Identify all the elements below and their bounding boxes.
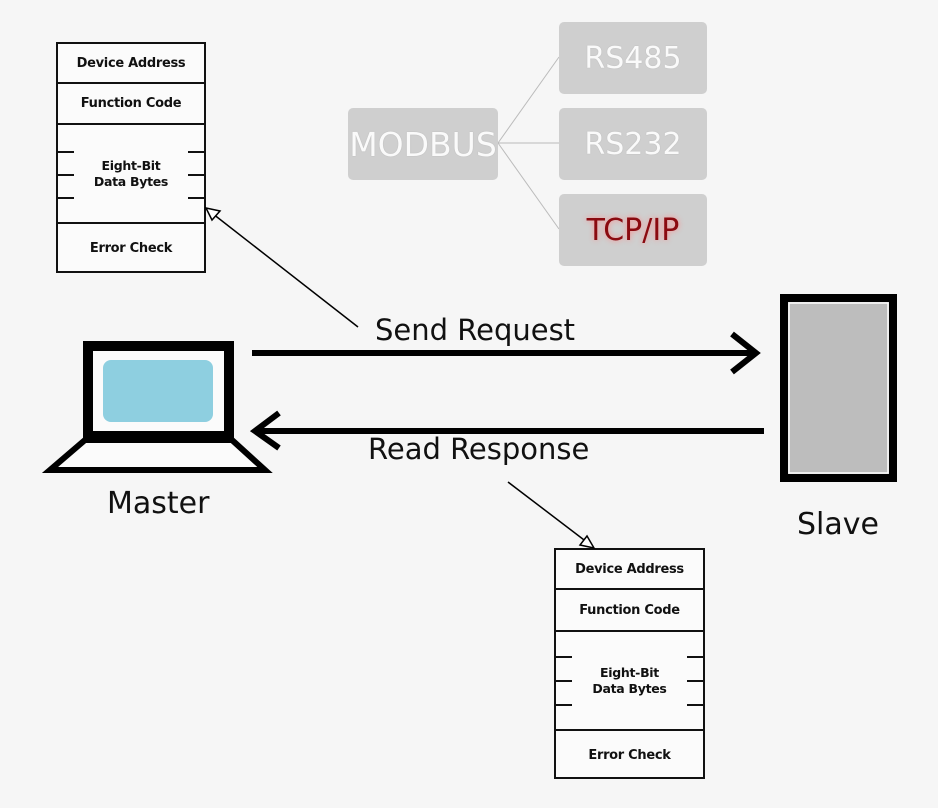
slave-device-icon (780, 294, 897, 482)
data-bytes-label-line1: Eight-Bit (600, 664, 659, 680)
byte-divider (687, 656, 703, 658)
byte-divider (556, 704, 572, 706)
rs232-label: RS232 (584, 126, 682, 162)
device-address-label: Device Address (575, 561, 684, 577)
rs485-label: RS485 (584, 40, 682, 76)
error-check-label: Error Check (89, 240, 173, 256)
byte-divider (556, 680, 572, 682)
byte-divider (687, 704, 703, 706)
byte-divider (188, 174, 204, 176)
byte-divider (687, 680, 703, 682)
read-response-arrow (249, 410, 764, 451)
error-check-label: Error Check (588, 747, 671, 763)
modbus-box: MODBUS (348, 108, 498, 180)
byte-divider (58, 197, 74, 199)
byte-divider (188, 151, 204, 153)
response-frame-pointer (507, 481, 596, 550)
rs485-box: RS485 (559, 22, 707, 94)
function-code-label: Function Code (579, 602, 680, 618)
send-request-arrow (252, 331, 761, 375)
byte-divider (556, 656, 572, 658)
tcpip-box: TCP/IP (559, 194, 707, 266)
data-bytes-field: Eight-Bit Data Bytes (58, 125, 204, 224)
connector-rs485 (497, 56, 560, 144)
master-label: Master (107, 486, 210, 521)
tcpip-label: TCP/IP (586, 212, 680, 248)
device-address-field: Device Address (58, 44, 204, 84)
laptop-icon (41, 341, 273, 473)
function-code-label: Function Code (80, 96, 182, 111)
connector-tcpip (497, 142, 560, 230)
data-bytes-label-line1: Eight-Bit (101, 157, 161, 173)
byte-divider (58, 174, 74, 176)
function-code-field: Function Code (556, 590, 703, 632)
error-check-field: Error Check (556, 731, 703, 779)
request-frame-pointer (204, 206, 359, 328)
send-request-label: Send Request (375, 313, 576, 347)
device-address-field: Device Address (556, 550, 703, 590)
device-address-label: Device Address (76, 55, 186, 71)
data-bytes-label-line2: Data Bytes (93, 173, 169, 189)
byte-divider (58, 151, 74, 153)
request-frame: Device Address Function Code Eight-Bit D… (56, 42, 206, 273)
byte-divider (188, 197, 204, 199)
error-check-field: Error Check (58, 224, 204, 272)
data-bytes-label-line2: Data Bytes (592, 680, 667, 696)
modbus-label: MODBUS (349, 124, 497, 164)
read-response-label: Read Response (368, 432, 590, 466)
response-frame: Device Address Function Code Eight-Bit D… (554, 548, 705, 779)
rs232-box: RS232 (559, 108, 707, 180)
data-bytes-field: Eight-Bit Data Bytes (556, 632, 703, 731)
function-code-field: Function Code (58, 84, 204, 125)
slave-label: Slave (797, 507, 879, 542)
